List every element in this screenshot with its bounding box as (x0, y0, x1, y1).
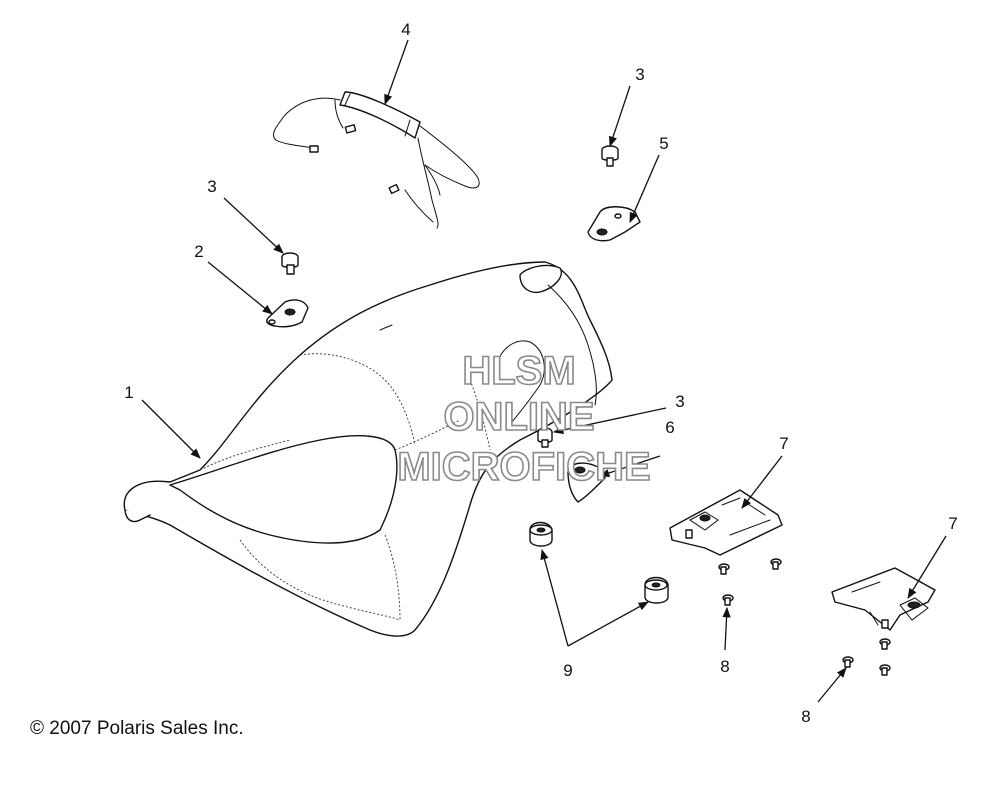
watermark-line-2: ONLINE (443, 395, 594, 439)
callout-bolt-lower: 8 (801, 707, 810, 726)
watermark-line-3: MICROFICHE (397, 445, 650, 489)
bumper-part-2 (644, 576, 669, 604)
bolt-4 (879, 638, 891, 650)
callout-bumper: 9 (563, 661, 572, 680)
callout-latch-upper: 7 (779, 434, 788, 453)
bolt-part-group (718, 558, 891, 676)
callout-labels: 4 3 5 3 2 1 3 6 7 7 8 8 9 (124, 20, 957, 726)
callout-bolt-center: 8 (720, 657, 729, 676)
strap-part (272, 91, 480, 229)
callout-bracket-right: 5 (659, 134, 668, 153)
bolt-6 (842, 656, 854, 668)
callout-strap: 4 (401, 20, 410, 39)
callout-screw-center: 3 (675, 392, 684, 411)
bolt-2 (770, 558, 782, 570)
bolt-5 (879, 664, 891, 676)
callout-bracket-left: 2 (194, 242, 203, 261)
screw-left-part (281, 252, 299, 275)
callout-screw-top: 3 (635, 65, 644, 84)
screw-center-part (537, 427, 553, 448)
latch-lower-part (831, 567, 936, 631)
bumper-part-1 (529, 521, 553, 547)
bracket-center-part (567, 462, 606, 503)
callout-seat: 1 (124, 383, 133, 402)
screw-top-part (601, 145, 619, 167)
seat-part (123, 261, 613, 637)
callout-screw-left: 3 (207, 177, 216, 196)
leader-lines (141, 39, 947, 703)
watermark: HLSM ONLINE MICROFICHE (397, 348, 652, 490)
copyright-notice: © 2007 Polaris Sales Inc. (30, 718, 244, 739)
bracket-right-part (587, 206, 641, 242)
bolt-1 (718, 563, 730, 575)
bolt-3 (722, 594, 734, 606)
callout-bracket-center: 6 (665, 418, 674, 437)
watermark-line-1: HLSM (462, 349, 575, 393)
bracket-left-part (266, 299, 309, 328)
callout-latch-lower: 7 (948, 514, 957, 533)
latch-upper-part (669, 489, 783, 556)
